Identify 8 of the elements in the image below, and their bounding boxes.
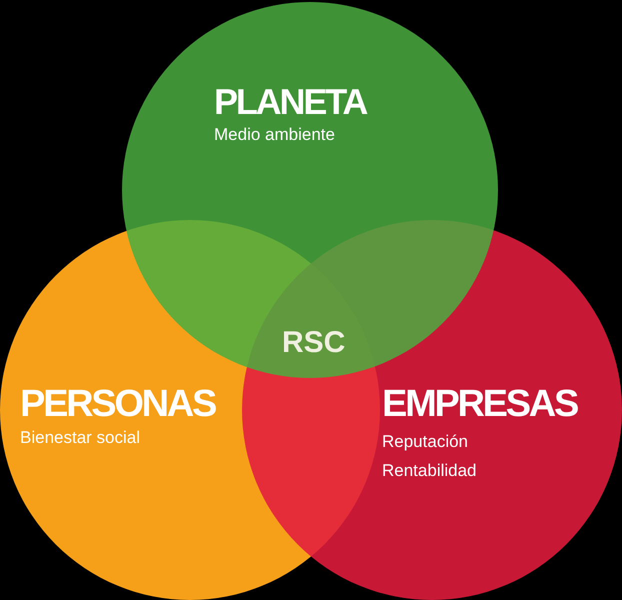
- circle-title: PERSONAS: [20, 385, 216, 423]
- circle-subtitle: Reputación: [382, 431, 468, 452]
- circle-subtitle: Bienestar social: [20, 427, 140, 448]
- circle-subtitle: Rentabilidad: [382, 460, 477, 482]
- circle-title: PLANETA: [214, 84, 366, 120]
- circle-title: EMPRESAS: [382, 385, 578, 423]
- center-label: RSC: [282, 328, 346, 358]
- circle-subtitle: Medio ambiente: [214, 124, 335, 146]
